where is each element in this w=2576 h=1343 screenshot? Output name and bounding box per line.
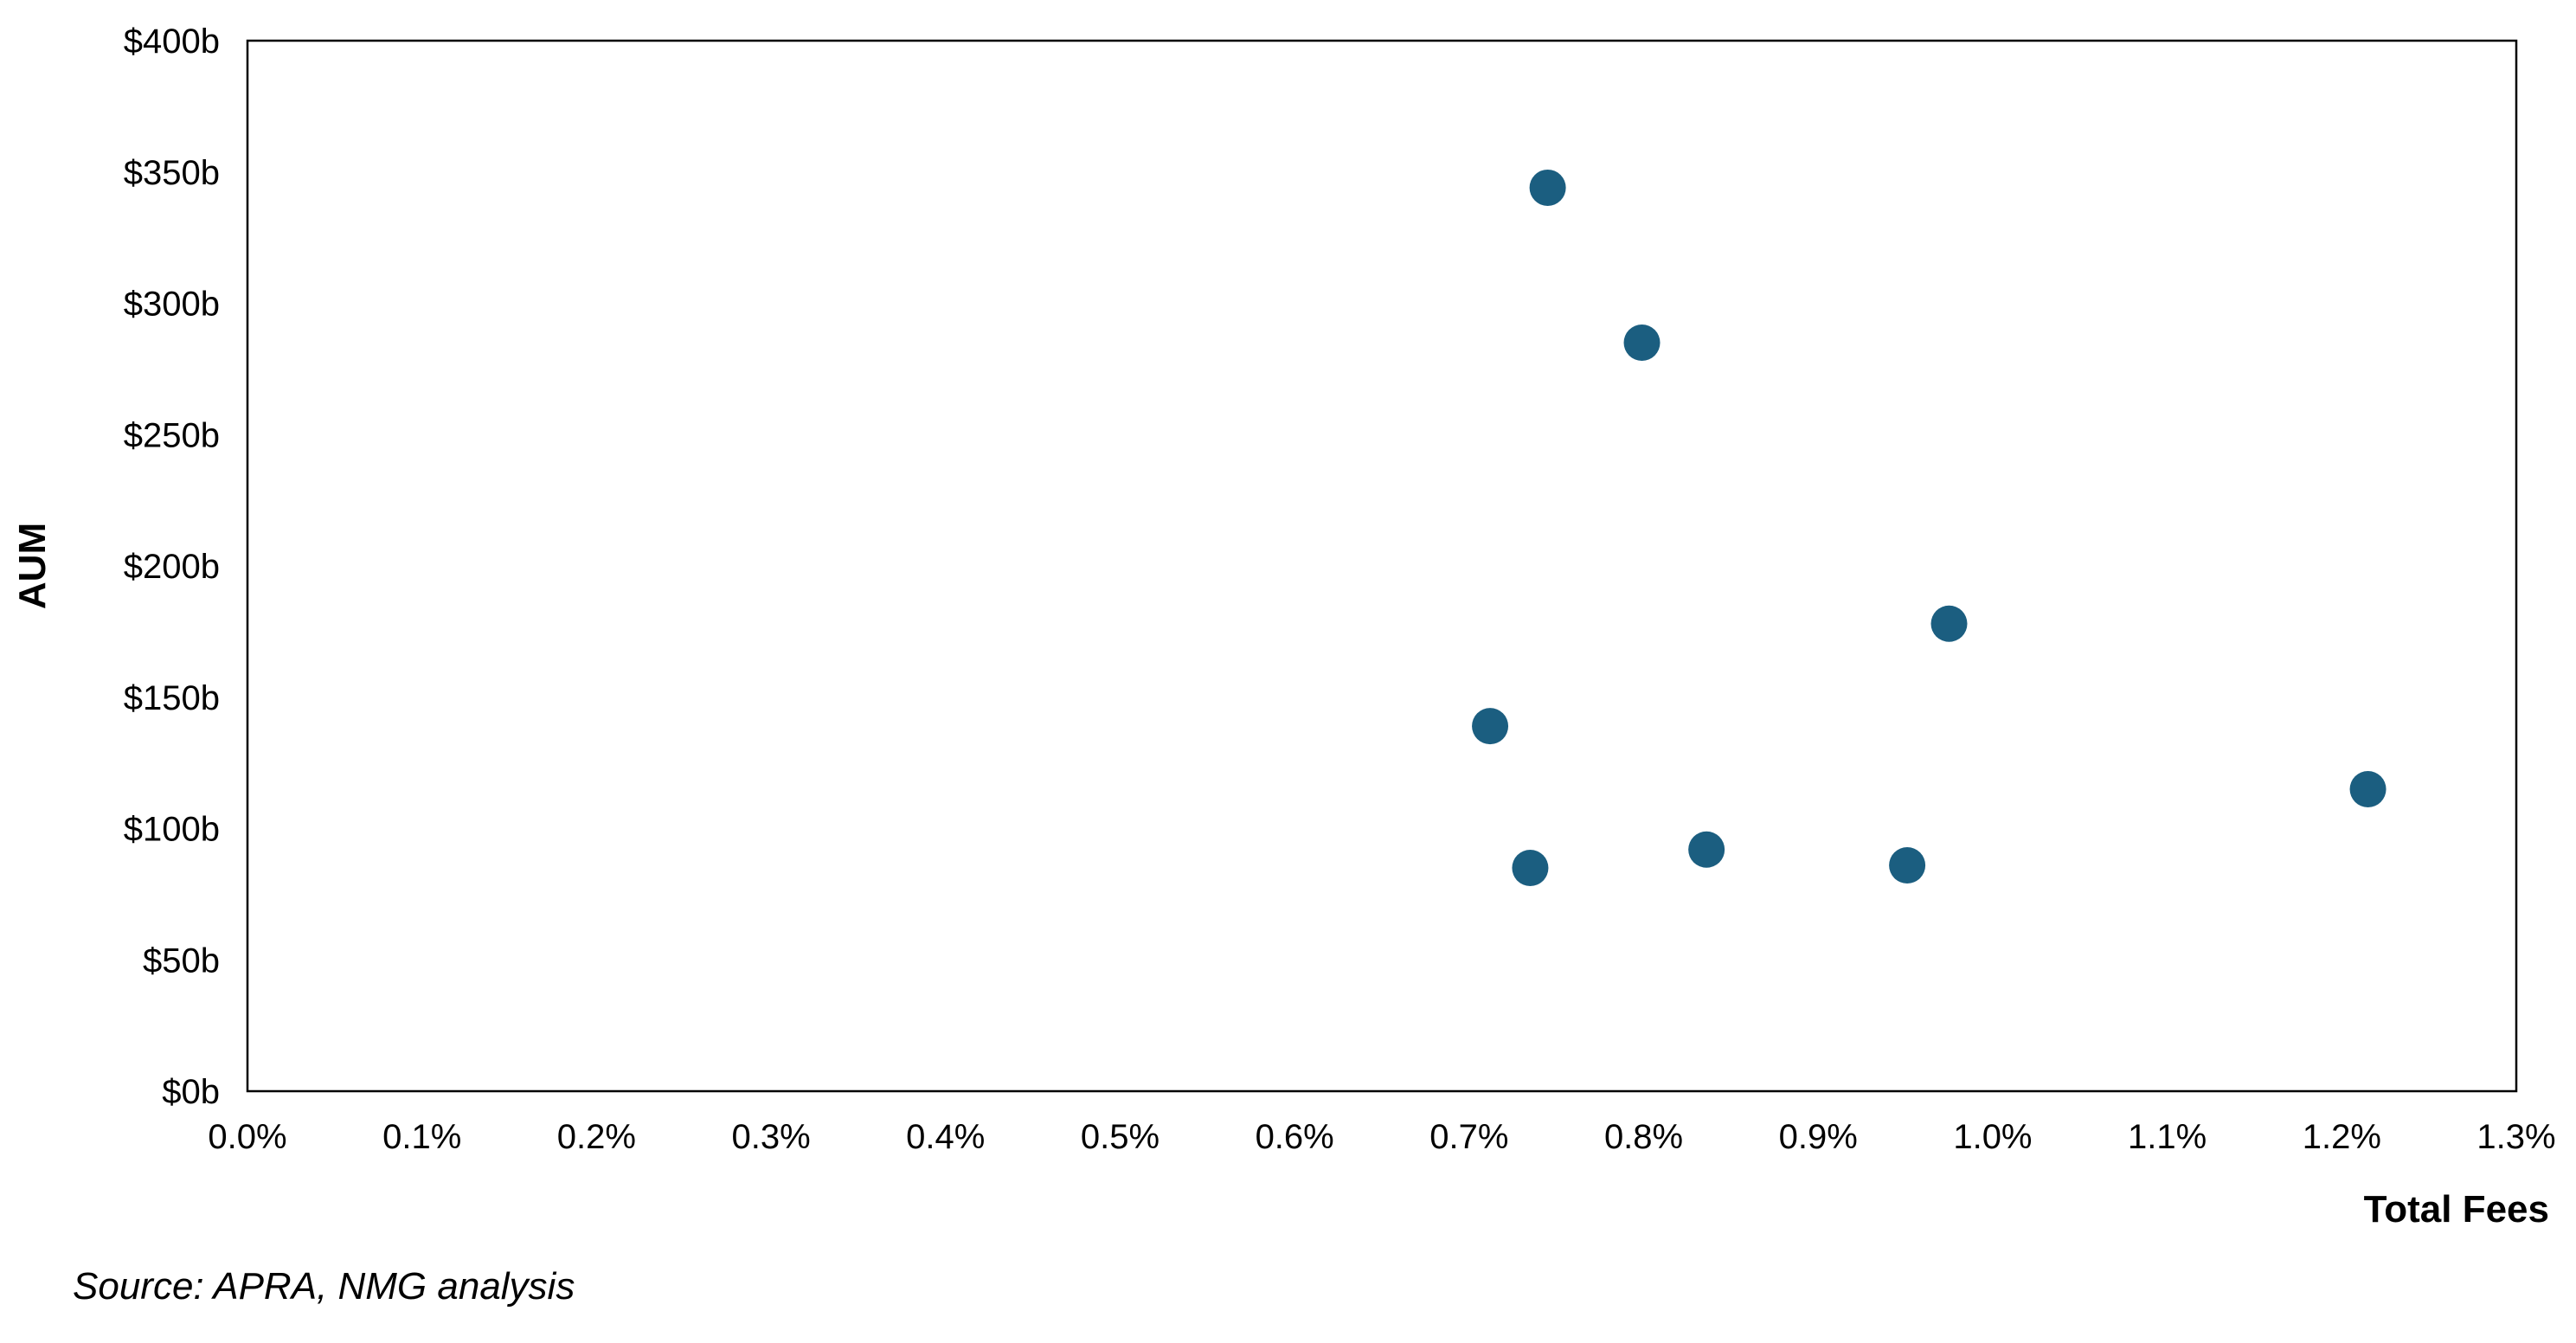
data-point: [1529, 169, 1566, 206]
y-tick-label: $400b: [124, 22, 220, 61]
y-tick-label: $100b: [124, 811, 220, 849]
x-tick-label: 0.0%: [208, 1118, 286, 1156]
x-tick-label: 0.7%: [1429, 1118, 1508, 1156]
data-points: [1472, 169, 2386, 887]
x-tick-label: 1.0%: [1953, 1118, 2032, 1156]
y-tick-label: $350b: [124, 154, 220, 192]
y-axis-title: AUM: [11, 523, 54, 609]
x-tick-label: 1.2%: [2303, 1118, 2381, 1156]
data-point: [1688, 831, 1725, 868]
y-axis-ticks: $0b $50b $100b $150b $200b $250b $300b $350b $40…: [124, 22, 220, 1111]
data-point: [1472, 708, 1509, 745]
data-point: [1512, 850, 1549, 887]
y-tick-label: $0b: [162, 1073, 220, 1111]
y-tick-label: $200b: [124, 548, 220, 586]
plot-area: [246, 39, 2518, 1093]
x-tick-label: 0.2%: [557, 1118, 636, 1156]
x-tick-label: 0.6%: [1256, 1118, 1334, 1156]
x-tick-label: 1.3%: [2476, 1118, 2555, 1156]
x-tick-label: 0.8%: [1604, 1118, 1683, 1156]
x-tick-label: 0.1%: [382, 1118, 461, 1156]
y-tick-label: $150b: [124, 679, 220, 717]
y-tick-label: $50b: [143, 941, 220, 980]
x-tick-label: 0.5%: [1081, 1118, 1160, 1156]
data-point: [1623, 325, 1661, 362]
x-tick-label: 0.3%: [731, 1118, 810, 1156]
x-axis-ticks: 0.0% 0.1% 0.2% 0.3% 0.4% 0.5% 0.6% 0.7% 0.8% 0.9%…: [208, 1118, 2555, 1156]
y-tick-label: $250b: [124, 416, 220, 454]
data-point: [1889, 846, 1926, 884]
y-tick-label: $300b: [124, 286, 220, 324]
x-tick-label: 1.1%: [2128, 1118, 2207, 1156]
x-tick-label: 0.9%: [1779, 1118, 1858, 1156]
source-note: Source: APRA, NMG analysis: [73, 1265, 575, 1308]
x-tick-label: 0.4%: [906, 1118, 985, 1156]
data-point: [2349, 770, 2386, 807]
data-point: [1930, 605, 1968, 642]
x-axis-title: Total Fees: [2364, 1188, 2549, 1231]
